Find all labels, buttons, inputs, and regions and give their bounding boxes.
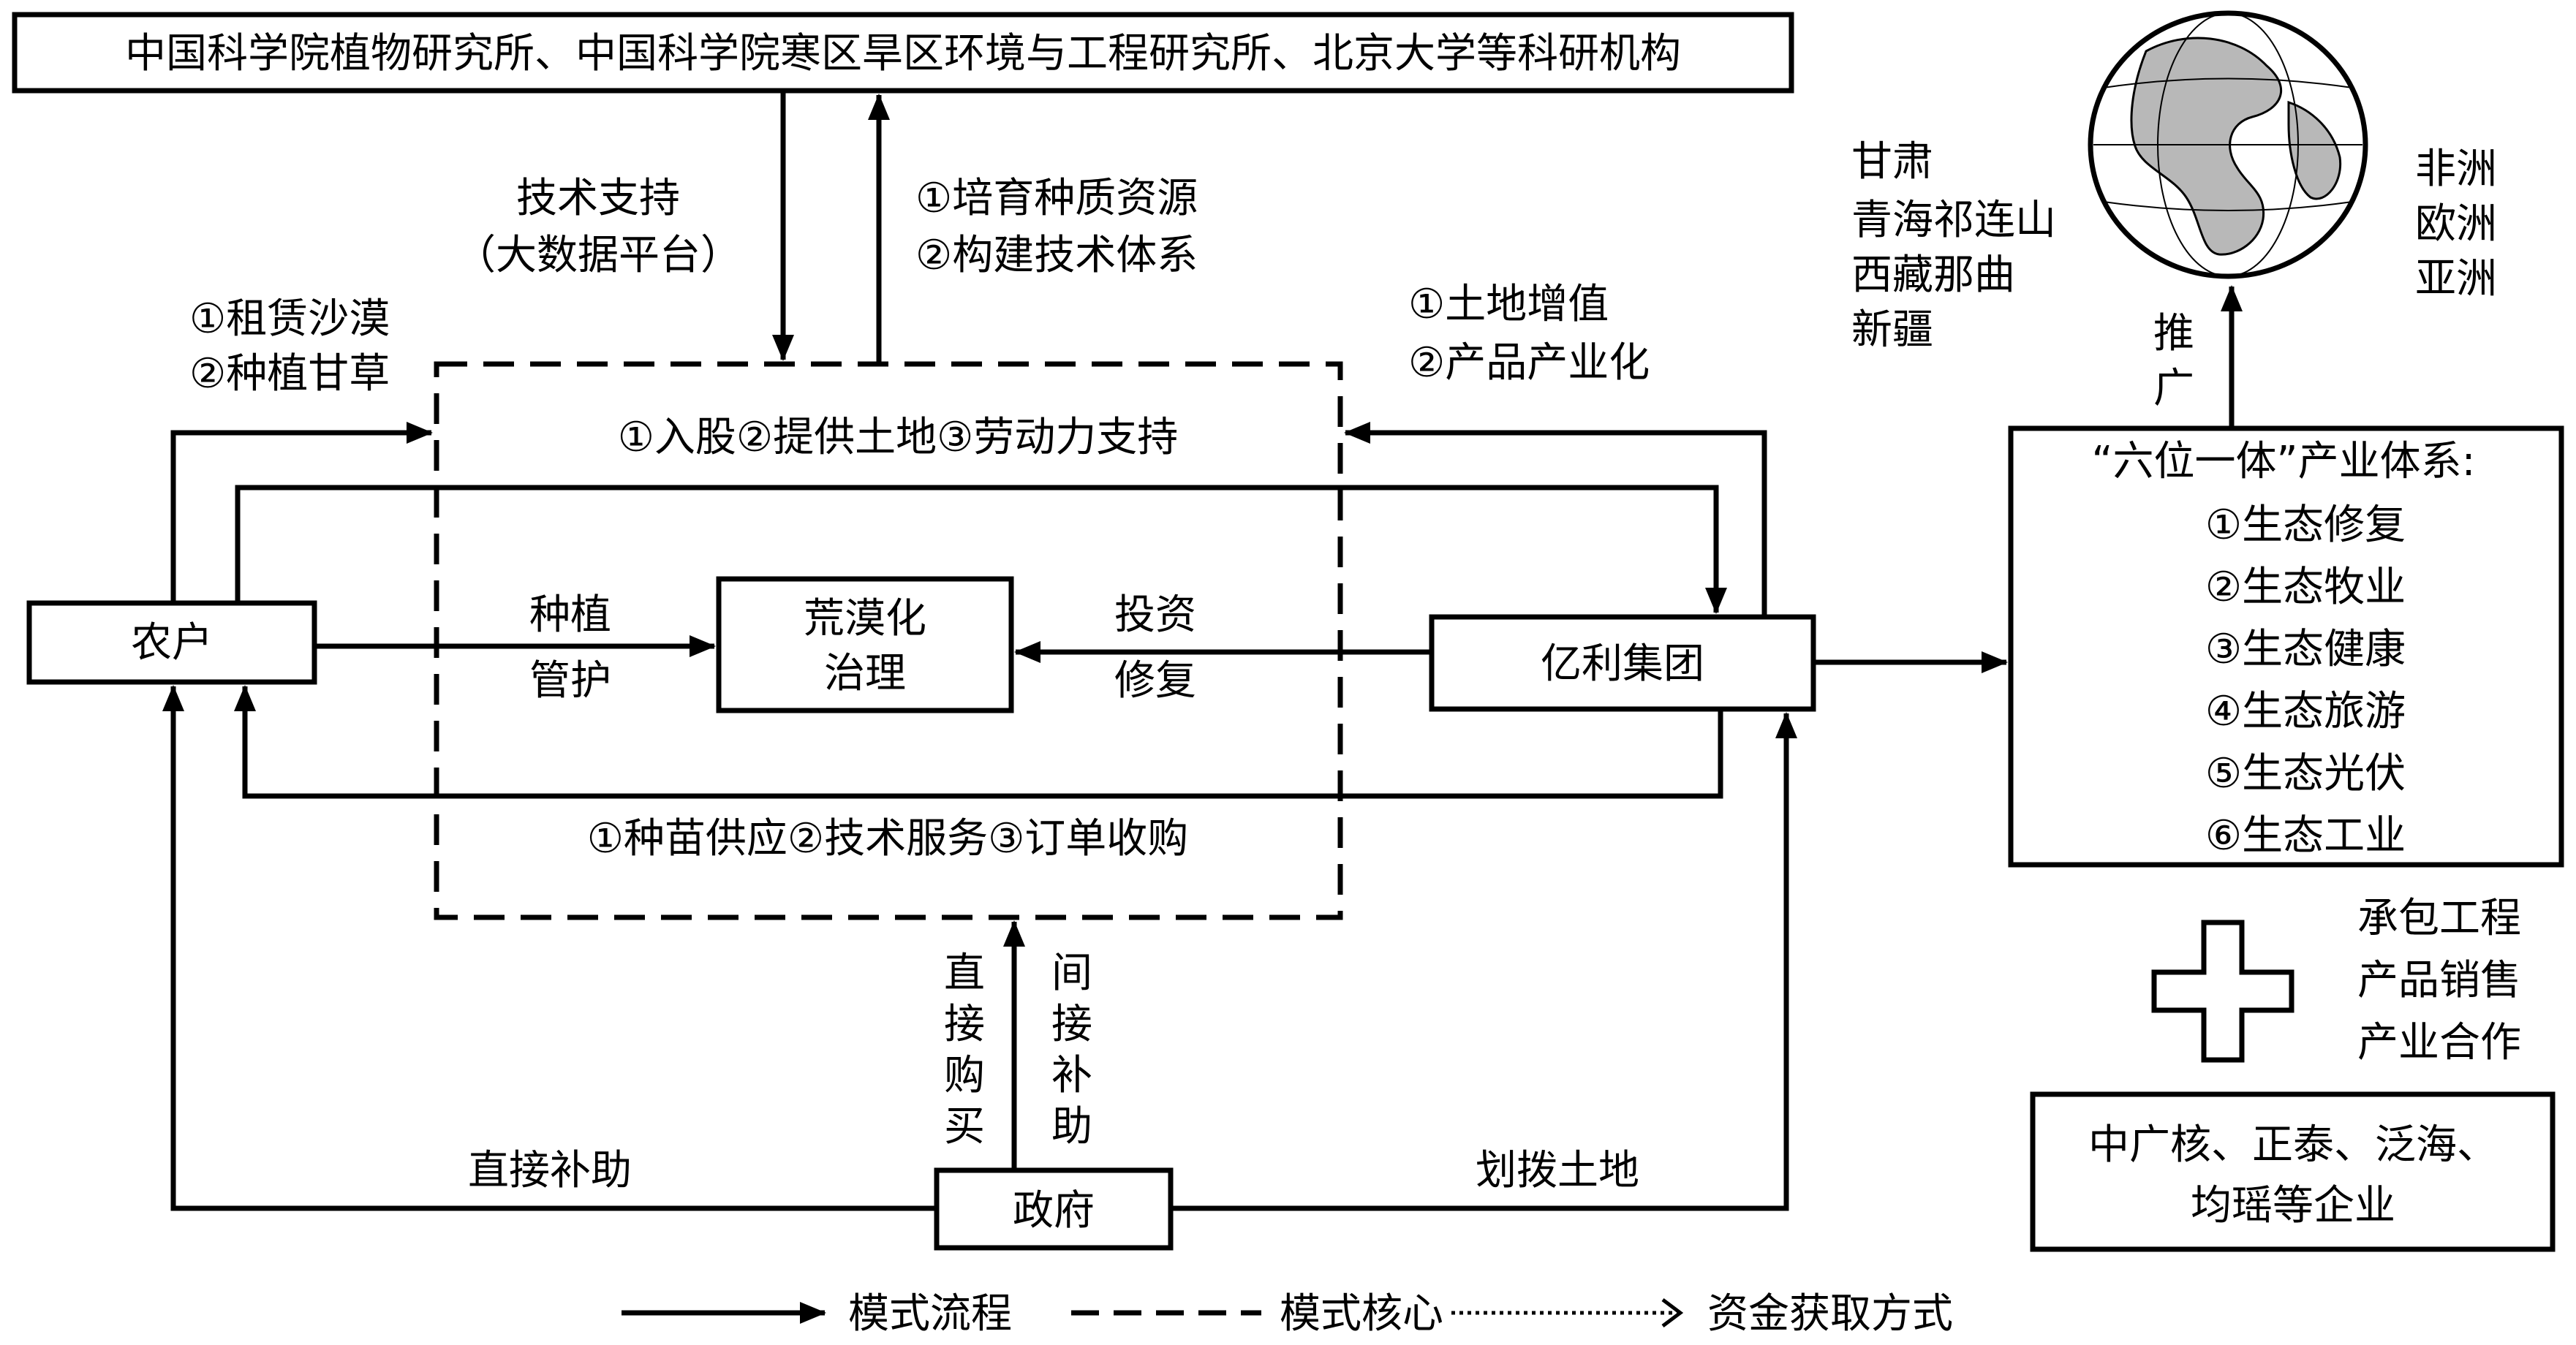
gov-indirect-subsidy-1: 间 [1051,950,1092,997]
arrow-group-to-farmer [234,685,1723,799]
globe-icon [2088,10,2368,279]
cooperation-mode-3: 产业合作 [2357,1019,2521,1066]
industry-system-title: “六位一体”产业体系: [2092,438,2476,485]
institution-role-1: ①培育种质资源 [915,175,1198,222]
group-label: 亿利集团 [1541,640,1704,688]
institutions-text: 中国科学院植物研究所、中国科学院寒区旱区环境与工程研究所、北京大学等科研机构 [125,30,1681,77]
institutions-box [12,12,1794,94]
partners-box [2030,1091,2556,1252]
arrow-farmer-to-group [235,485,1727,614]
partners-line-2: 均瑶等企业 [2191,1182,2395,1230]
domestic-region-3: 西藏那曲 [1851,251,2015,299]
farmer-label: 农户 [131,619,213,667]
gov-indirect-subsidy-4: 助 [1051,1103,1092,1151]
foreign-region-3: 亚洲 [2415,255,2497,303]
industry-item-4: ④生态旅游 [2205,688,2406,735]
partners-line-1: 中广核、正泰、泛海、 [2088,1121,2498,1169]
promote-1: 推 [2153,310,2194,357]
cooperation-mode-2: 产品销售 [2357,957,2521,1004]
industry-item-1: ①生态修复 [2205,501,2406,549]
tech-support-label: 技术支持 [516,175,680,222]
cooperation-mode-1: 承包工程 [2357,895,2521,942]
group-action-1: 投资 [1114,591,1196,639]
domestic-region-2: 青海祁连山 [1851,197,2056,244]
group-action-2: 修复 [1114,657,1196,705]
industry-item-6: ⑥生态工业 [2205,812,2406,860]
foreign-region-2: 欧洲 [2415,200,2497,248]
group-to-core-1: ①土地增值 [1408,281,1609,328]
foreign-region-1: 非洲 [2415,145,2497,193]
domestic-region-1: 甘肃 [1851,138,1933,186]
farmer-to-core-1: ①租赁沙漠 [189,295,390,343]
legend-label-core: 模式核心 [1280,1290,1443,1338]
plus-sign [2151,920,2294,1063]
institution-role-2: ②构建技术体系 [915,232,1198,279]
arrow-gov-to-group [1171,712,1797,1211]
gov-direct-purchase-1: 直 [944,950,985,997]
farmer-action-2: 管护 [529,657,611,705]
arrow-farmer-to-core [170,422,433,603]
tech-support-sub: （大数据平台） [455,232,741,279]
legend-label-process: 模式流程 [848,1290,1012,1338]
gov-direct-purchase-3: 购 [944,1052,985,1099]
gov-to-group-label: 划拨土地 [1476,1147,1639,1194]
gov-direct-purchase-2: 接 [944,1001,985,1048]
domestic-region-4: 新疆 [1851,306,1933,354]
arrow-group-to-core [1344,422,1767,617]
arrow-gov-to-farmer [162,685,937,1211]
gov-to-farmer-label: 直接补助 [468,1147,632,1194]
desertification-line-1: 荒漠化 [804,595,926,643]
gov-indirect-subsidy-2: 接 [1051,1001,1092,1048]
group-to-core-2: ②产品产业化 [1408,339,1650,387]
industry-system-box [2008,425,2564,868]
industry-item-2: ②生态牧业 [2205,564,2406,611]
legend-label-funding: 资金获取方式 [1707,1290,1953,1338]
government-label: 政府 [1013,1187,1095,1235]
desertification-box [716,576,1014,713]
promote-2: 广 [2153,365,2194,412]
farmer-to-core-2: ②种植甘草 [189,350,390,398]
industry-item-5: ⑤生态光伏 [2205,750,2406,797]
gov-direct-purchase-4: 买 [944,1103,985,1151]
farmer-action-1: 种植 [529,591,611,639]
farmer-contributions: ①入股②提供土地③劳动力支持 [618,414,1179,461]
core-dashed-box [434,361,1343,920]
desertification-line-2: 治理 [824,650,906,697]
group-services: ①种苗供应②技术服务③订单收购 [587,815,1189,863]
gov-indirect-subsidy-3: 补 [1051,1052,1092,1099]
industry-item-3: ③生态健康 [2205,626,2406,673]
